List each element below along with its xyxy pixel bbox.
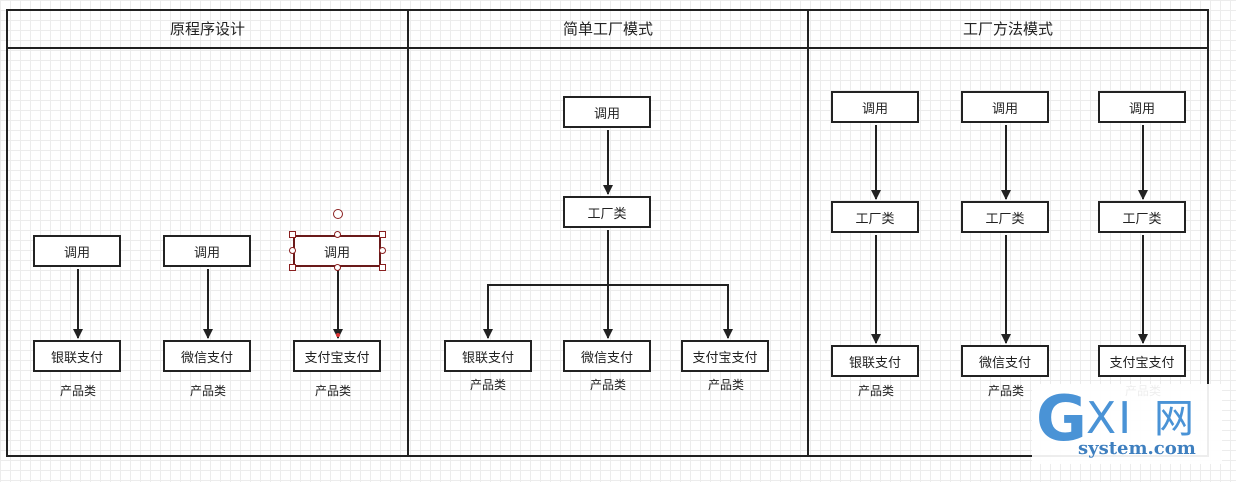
call-box-1-p1[interactable]: 调用	[33, 235, 121, 267]
product-caption-3-p1: 产品类	[314, 384, 351, 398]
watermark-logo: G XI 网 system.com	[1032, 384, 1222, 464]
resize-handle-bottom-left[interactable]	[289, 264, 296, 271]
alipay-box-p1[interactable]: 支付宝支付	[293, 340, 381, 372]
factory-box-3-p3[interactable]: 工厂类	[1098, 201, 1186, 233]
connection-point-icon	[336, 333, 340, 337]
product-caption-1-p3: 产品类	[857, 384, 894, 398]
factory-box-2-p3[interactable]: 工厂类	[961, 201, 1049, 233]
product-caption-2-p2: 产品类	[589, 378, 626, 392]
call-box-p2[interactable]: 调用	[563, 96, 651, 128]
panel-3-arrows	[871, 125, 1148, 344]
resize-handle-right[interactable]	[379, 247, 386, 254]
panel-title-original-design: 原程序设计	[169, 20, 245, 38]
factory-box-p2[interactable]: 工厂类	[563, 196, 651, 228]
outer-frame	[6, 9, 1209, 457]
product-caption-3-p2: 产品类	[707, 378, 744, 392]
branch-connector-p2	[487, 284, 729, 338]
wechat-box-p3[interactable]: 微信支付	[961, 345, 1049, 377]
wechat-box-p1[interactable]: 微信支付	[163, 340, 251, 372]
product-caption-2-p1: 产品类	[189, 384, 226, 398]
factory-box-1-p3[interactable]: 工厂类	[831, 201, 919, 233]
resize-handle-bottom-right[interactable]	[379, 264, 386, 271]
product-caption-2-p3: 产品类	[987, 384, 1024, 398]
alipay-box-p3[interactable]: 支付宝支付	[1098, 345, 1186, 377]
watermark-domain: system.com	[1078, 438, 1196, 459]
panel-2-arrows	[483, 130, 733, 339]
rotate-handle-icon[interactable]	[333, 209, 343, 219]
call-box-1-p3[interactable]: 调用	[831, 91, 919, 123]
panel-title-simple-factory: 简单工厂模式	[562, 20, 653, 38]
call-box-3-p3[interactable]: 调用	[1098, 91, 1186, 123]
call-box-3-p1-selected[interactable]: 调用	[293, 235, 381, 267]
resize-handle-left[interactable]	[289, 247, 296, 254]
call-box-2-p3[interactable]: 调用	[961, 91, 1049, 123]
resize-handle-bottom[interactable]	[334, 264, 341, 271]
product-caption-1-p2: 产品类	[469, 378, 506, 392]
resize-handle-top-left[interactable]	[289, 231, 296, 238]
product-caption-1-p1: 产品类	[59, 384, 96, 398]
watermark-net: 网	[1154, 396, 1194, 442]
resize-handle-top-right[interactable]	[379, 231, 386, 238]
watermark-xi: XI	[1086, 393, 1134, 444]
unionpay-box-p2[interactable]: 银联支付	[444, 340, 532, 372]
watermark-g: G	[1036, 382, 1087, 455]
panel-frames	[6, 9, 1209, 457]
resize-handle-top[interactable]	[334, 231, 341, 238]
call-box-2-p1[interactable]: 调用	[163, 235, 251, 267]
wechat-box-p2[interactable]: 微信支付	[563, 340, 651, 372]
unionpay-box-p3[interactable]: 银联支付	[831, 345, 919, 377]
alipay-box-p2[interactable]: 支付宝支付	[681, 340, 769, 372]
unionpay-box-p1[interactable]: 银联支付	[33, 340, 121, 372]
panel-1-arrows	[73, 269, 343, 339]
panel-title-factory-method: 工厂方法模式	[962, 20, 1053, 38]
